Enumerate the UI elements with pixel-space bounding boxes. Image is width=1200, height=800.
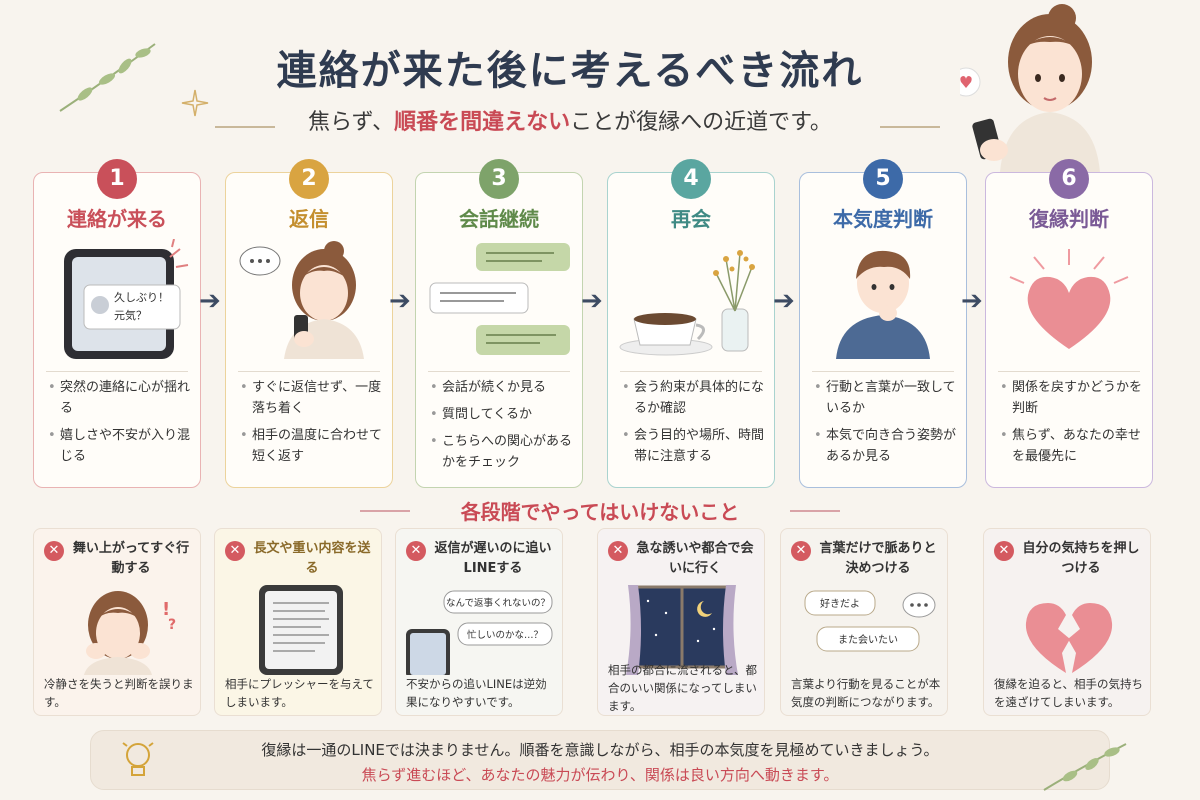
step-card-1: 1 連絡が来る 久しぶり！ 元気？ 突然の連絡に心が揺れる 嬉しさや不安が入り混… — [33, 159, 201, 488]
step-bullet: 質問してくるか — [430, 404, 574, 425]
step-bullet: 相手の温度に合わせて短く返す — [240, 425, 384, 467]
worried-woman-icon: ! ? — [84, 591, 176, 675]
step-bullet: 行動と言葉が一致しているか — [814, 377, 958, 419]
step-bullet: 関係を戻すかどうかを判断 — [1000, 377, 1144, 419]
bottom-line-2: 焦らず進むほど、あなたの魅力が伝わり、関係は良い方向へ動きます。 — [361, 766, 839, 784]
arrow-right-icon: ➔ — [773, 286, 795, 316]
woman-with-phone-icon — [960, 4, 1100, 172]
dont-title: 返信が遅いのに追いLINEする — [434, 541, 552, 576]
chat-bubbles-icon — [429, 243, 570, 355]
step-card-4: 4 再会 会う約束が具体的になるか確認 会う目的や場所、時間帯に注意する — [607, 159, 775, 488]
cross-icon: ✕ — [994, 541, 1014, 561]
svg-text:久しぶり！: 久しぶり！ — [114, 291, 169, 304]
bottom-line-1: 復縁は一通のLINEでは決まりません。順番を意識しながら、相手の本気度を見極めて… — [261, 741, 939, 759]
broken-heart-icon — [1025, 603, 1113, 673]
dont-card-5: ✕ 言葉だけで脈ありと決めつける 好きだよ また会いたい 言葉より行動を見ること… — [780, 528, 948, 716]
leaf-branch-icon — [59, 43, 156, 112]
long-text-phone-icon — [259, 585, 343, 675]
svg-text:好きだよ: 好きだよ — [820, 598, 860, 610]
step-title: 会話継続 — [459, 207, 539, 231]
step-title: 連絡が来る — [67, 207, 167, 231]
step-number: 1 — [97, 159, 137, 199]
man-thinking-icon — [836, 250, 930, 359]
bottom-message: 復縁は一通のLINEでは決まりません。順番を意識しながら、相手の本気度を見極めて… — [90, 730, 1110, 790]
step-number: 4 — [671, 159, 711, 199]
dont-desc: 相手にプレッシャーを与えてしまいます。 — [225, 677, 374, 709]
arrow-right-icon: ➔ — [389, 286, 411, 316]
dont-title: 自分の気持ちを押しつける — [1022, 541, 1140, 576]
lightbulb-icon — [122, 742, 154, 776]
step-title: 復縁判断 — [1029, 207, 1109, 231]
leaf-branch-icon — [1043, 743, 1127, 791]
dont-desc: 言葉より行動を見ることが本気度の判断につながります。 — [791, 677, 941, 709]
svg-text:!: ! — [162, 599, 170, 620]
cross-icon: ✕ — [406, 541, 426, 561]
step-number: 6 — [1049, 159, 1089, 199]
cross-icon: ✕ — [608, 541, 628, 561]
dont-title: 急な誘いや都合で会いに行く — [636, 541, 754, 576]
dont-desc: 冷静さを失うと判断を誤ります。 — [44, 677, 194, 709]
woman-phone-icon — [239, 241, 364, 359]
step-bullet: 嬉しさや不安が入り混じる — [48, 425, 192, 467]
dont-title: 長文や重い内容を送る — [253, 541, 371, 576]
step-bullet: 焦らず、あなたの幸せを最優先に — [1000, 425, 1144, 467]
page-subtitle: 焦らず、順番を間違えないことが復縁への近道です。 — [308, 110, 832, 135]
dont-card-2: ✕ 長文や重い内容を送る 相手にプレッシャーを与えてしまいます。 — [214, 528, 382, 716]
step-bullet: すぐに返信せず、一度落ち着く — [240, 377, 384, 419]
arrow-right-icon: ➔ — [199, 286, 221, 316]
dont-title: 言葉だけで脈ありと決めつける — [819, 541, 937, 576]
step-card-3: 3 会話継続 会話が続くか見る 質問してくるか こちらへの関心があるかをチェック — [415, 159, 583, 488]
cross-icon: ✕ — [225, 541, 245, 561]
step-number: 3 — [479, 159, 519, 199]
dont-title: 舞い上がってすぐ行動する — [72, 541, 190, 576]
dont-card-6: ✕ 自分の気持ちを押しつける 復縁を迫ると、相手の気持ちを遠ざけてしまいます。 — [983, 528, 1151, 716]
cross-icon: ✕ — [44, 541, 64, 561]
dont-card-4: ✕ 急な誘いや都合で会いに行く 相手の都合に流されると、都合のいい関係になってし… — [597, 528, 765, 716]
dont-desc: 不安からの追いLINEは逆効果になりやすいです。 — [406, 677, 547, 709]
step-bullet: こちらへの関心があるかをチェック — [430, 431, 574, 473]
svg-text:忙しいのかな…？: 忙しいのかな…？ — [467, 629, 543, 641]
dont-card-1: ✕ 舞い上がってすぐ行動する ! ? 冷静さを失うと判断を誤ります。 — [33, 528, 201, 716]
page-title: 連絡が来た後に考えるべき流れ — [276, 47, 864, 94]
heart-icon — [1009, 249, 1129, 349]
step-card-5: 5 本気度判断 行動と言葉が一致しているか 本気で向き合う姿勢があるか見る — [799, 159, 967, 488]
step-card-6: 6 復縁判断 関係を戻すかどうかを判断 焦らず、あなたの幸せを最優先に — [985, 159, 1153, 488]
donts-title: 各段階でやってはいけないこと — [460, 500, 740, 524]
step-number: 5 — [863, 159, 903, 199]
step-title: 本気度判断 — [833, 207, 933, 231]
step-bullet: 会う約束が具体的になるか確認 — [622, 377, 766, 419]
sparkle-icon — [181, 89, 209, 117]
night-window-icon — [626, 585, 738, 675]
arrow-right-icon: ➔ — [581, 286, 603, 316]
svg-text:また会いたい: また会いたい — [838, 633, 898, 646]
coffee-flowers-icon — [619, 250, 755, 356]
phone-message-icon: 久しぶり！ 元気？ — [64, 239, 189, 359]
svg-text:なんで返事くれないの？: なんで返事くれないの？ — [446, 597, 550, 609]
cross-icon: ✕ — [791, 541, 811, 561]
step-bullet: 会話が続くか見る — [430, 377, 574, 398]
step-title: 再会 — [671, 207, 711, 231]
svg-text:?: ? — [168, 617, 176, 633]
subtitle-highlight: 順番を間違えない — [394, 110, 571, 135]
step-card-2: 2 返信 すぐに返信せず、一度落ち着く 相手の温度に合わせて短く返す — [225, 159, 393, 488]
dont-desc: 復縁を迫ると、相手の気持ちを遠ざけてしまいます。 — [994, 677, 1144, 709]
arrow-right-icon: ➔ — [961, 286, 983, 316]
svg-text:元気？: 元気？ — [114, 308, 147, 322]
step-bullet: 会う目的や場所、時間帯に注意する — [622, 425, 766, 467]
step-title: 返信 — [289, 207, 329, 231]
step-number: 2 — [289, 159, 329, 199]
step-bullet: 突然の連絡に心が揺れる — [48, 377, 192, 419]
phone-chat-icon: なんで返事くれないの？ 忙しいのかな…？ — [406, 590, 553, 675]
speech-bubbles-icon: 好きだよ また会いたい — [804, 590, 936, 652]
step-bullet: 本気で向き合う姿勢があるか見る — [814, 425, 958, 467]
dont-desc: 相手の都合に流されると、都合のいい関係になってしまいます。 — [608, 663, 758, 713]
dont-card-3: ✕ 返信が遅いのに追いLINEする なんで返事くれないの？ 忙しいのかな…？ 不… — [395, 528, 563, 716]
